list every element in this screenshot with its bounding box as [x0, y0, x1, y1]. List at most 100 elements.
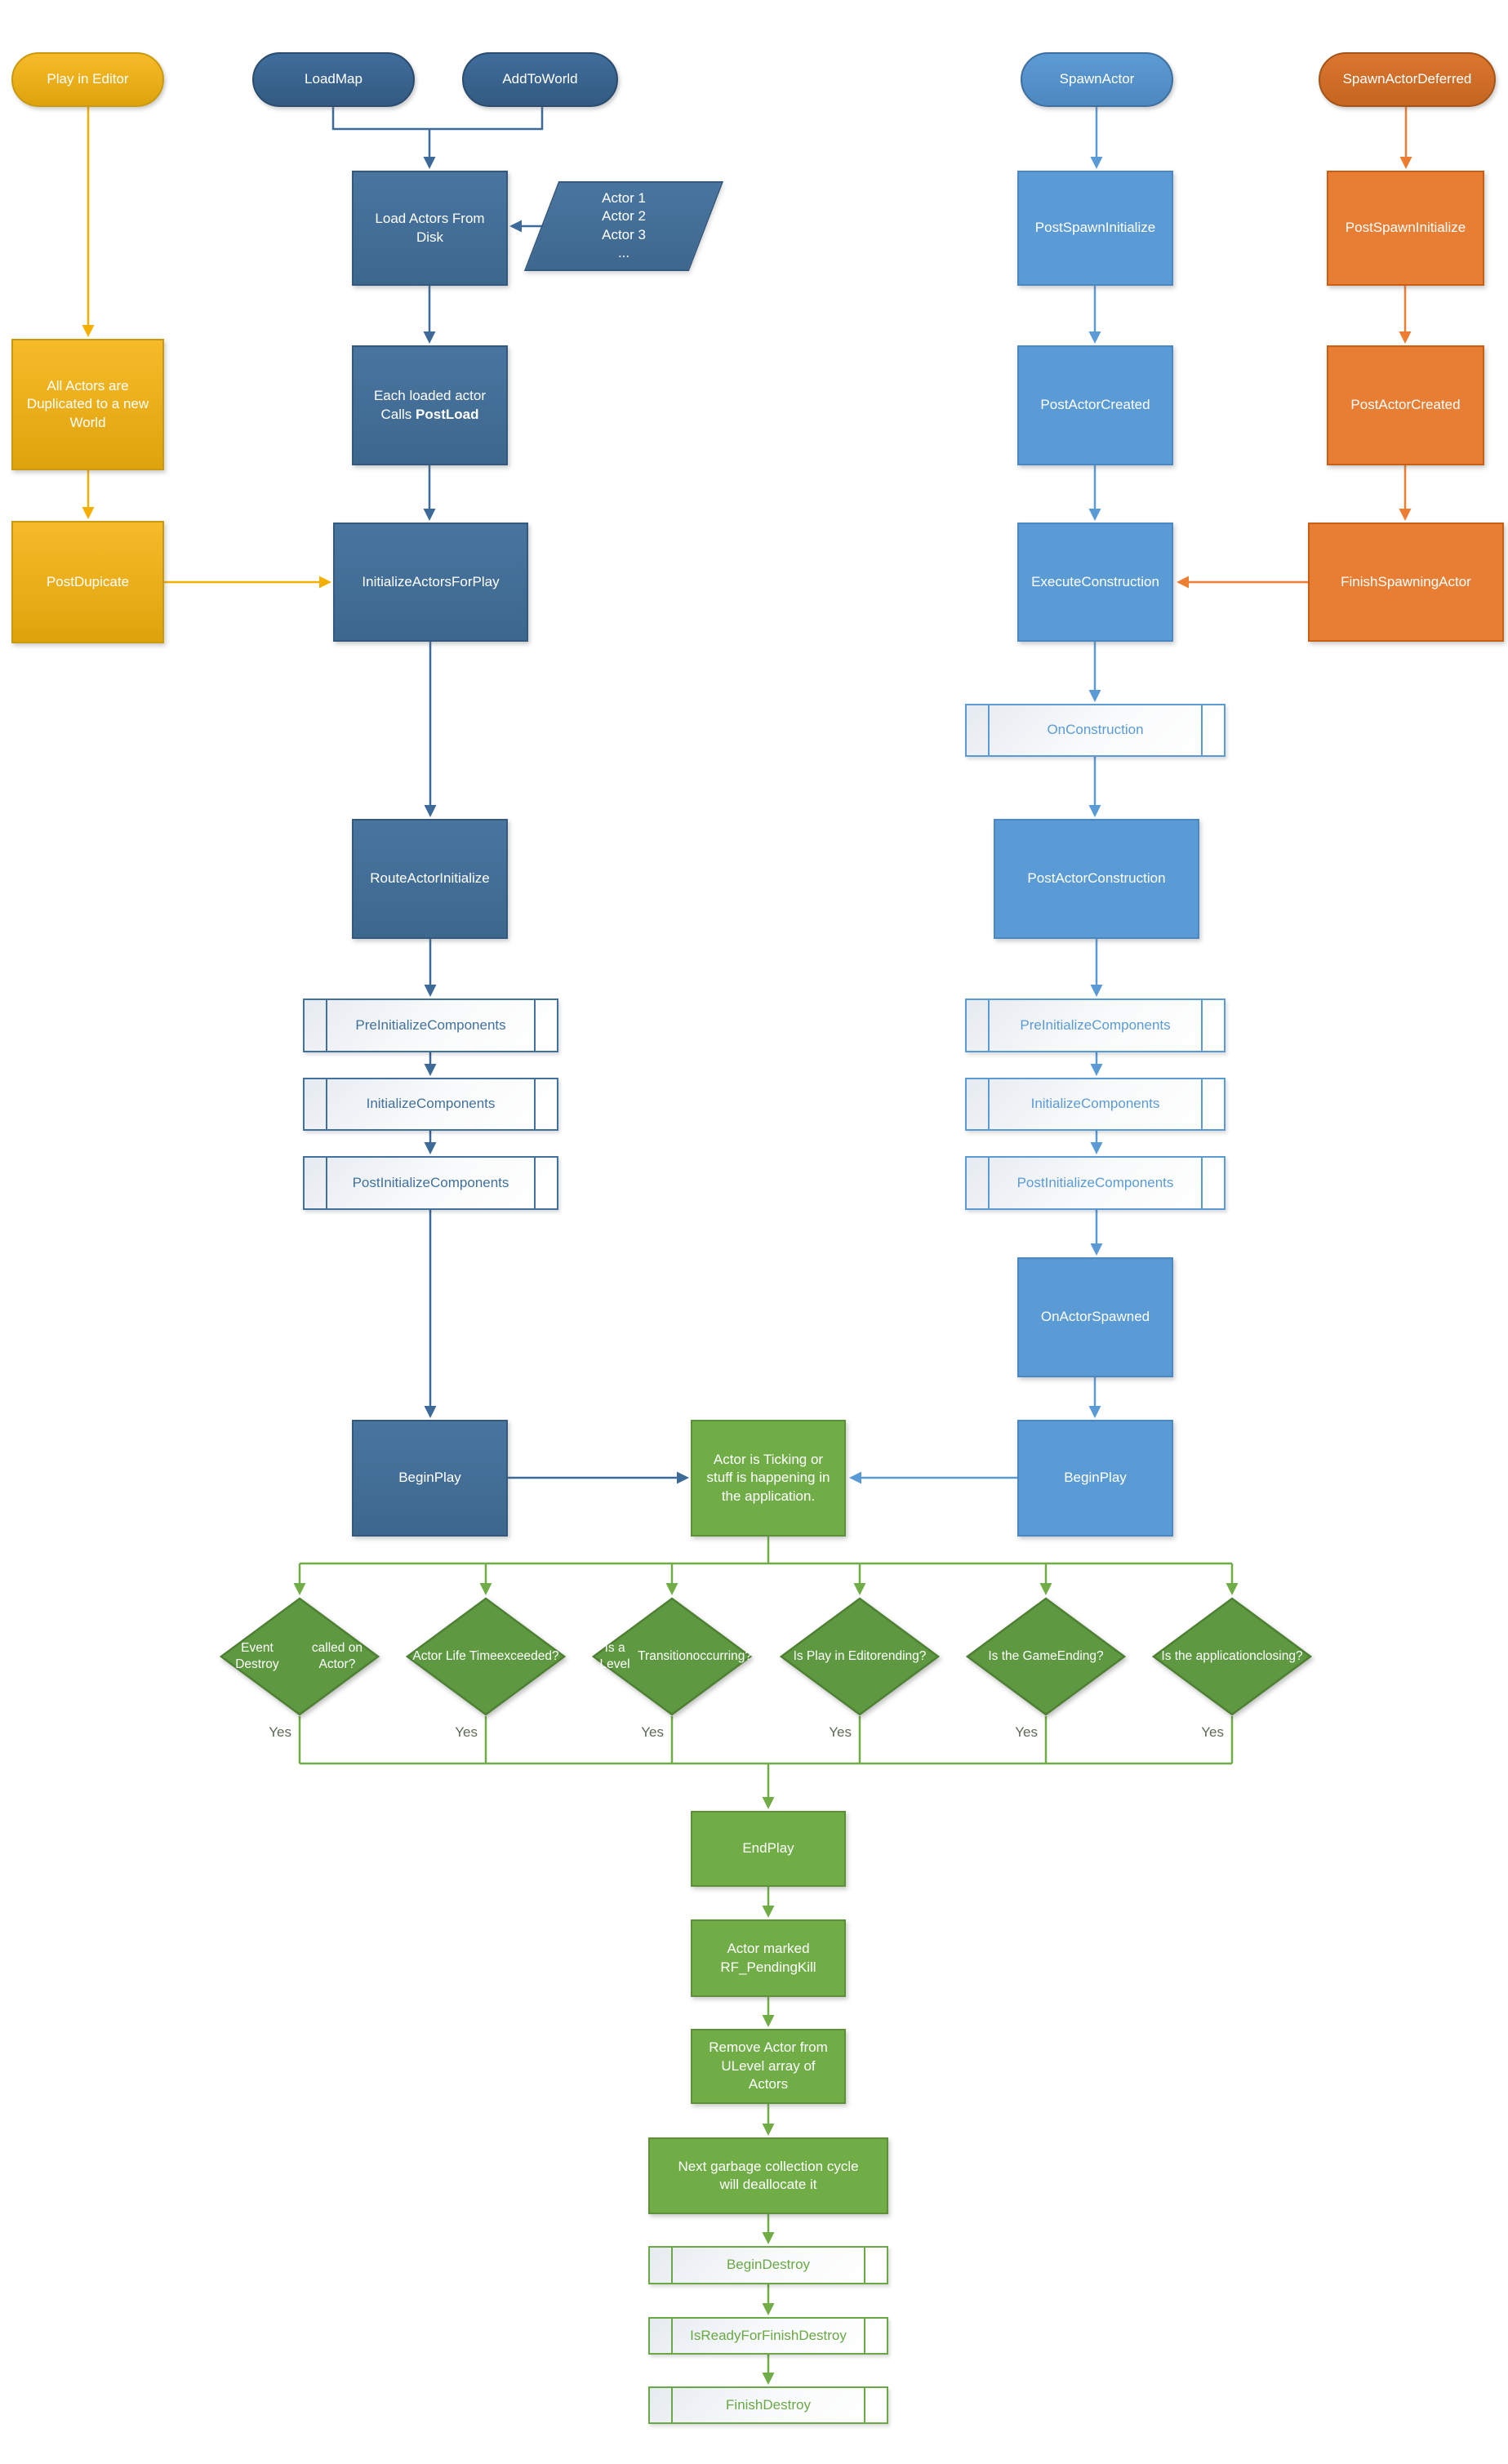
node-label: InitializeComponents: [366, 1096, 496, 1112]
node-label: Play in Editor: [47, 71, 129, 87]
node-label: FinishDestroy: [726, 2396, 811, 2413]
arrowhead: [665, 1583, 678, 1595]
execute-construction: ExecuteConstruction: [1017, 523, 1173, 642]
arrowhead: [423, 331, 436, 344]
yes-label: Yes: [455, 1724, 478, 1740]
node-label: LoadMap: [305, 71, 363, 87]
node-label: EndPlay: [742, 1840, 794, 1857]
diamond-shape: [780, 1597, 940, 1716]
post-initialize-components-right: PostInitializeComponents: [965, 1156, 1226, 1210]
yes-label: Yes: [269, 1724, 291, 1740]
arrowhead: [762, 2232, 775, 2244]
pre-initialize-components-left: PreInitializeComponents: [303, 998, 558, 1052]
post-actor-construction: PostActorConstruction: [994, 819, 1199, 939]
is-ready-for-finish-destroy: IsReadyForFinishDestroy: [648, 2317, 888, 2355]
addtoworld-pill: AddToWorld: [462, 52, 618, 107]
post-spawn-initialize-deferred: PostSpawnInitialize: [1327, 171, 1484, 286]
arrowhead: [1399, 157, 1412, 169]
arrowhead: [82, 507, 95, 519]
arrowhead: [1399, 331, 1412, 344]
diamond-shape: [1152, 1597, 1312, 1716]
yes-label: Yes: [1201, 1724, 1224, 1740]
diamond-shape: [220, 1597, 380, 1716]
arrowhead: [82, 325, 95, 337]
node-label: BeginPlay: [1064, 1470, 1127, 1486]
arrowhead: [424, 805, 437, 817]
arrowhead: [762, 1906, 775, 1918]
begin-play-left: BeginPlay: [352, 1420, 508, 1537]
connector-line: [331, 107, 544, 131]
arrowhead: [424, 1406, 437, 1418]
arrowhead: [853, 1583, 866, 1595]
node-label: AddToWorld: [502, 71, 578, 87]
finish-spawning-actor: FinishSpawningActor: [1308, 523, 1504, 642]
arrowhead: [762, 2124, 775, 2136]
loadmap-pill: LoadMap: [252, 52, 415, 107]
yes-label: Yes: [829, 1724, 852, 1740]
initialize-components-left: InitializeComponents: [303, 1078, 558, 1131]
post-dupicate: PostDupicate: [11, 521, 164, 643]
diamond-shape: [406, 1597, 566, 1716]
begin-play-right: BeginPlay: [1017, 1420, 1173, 1537]
arrowhead: [1039, 1583, 1052, 1595]
arrowhead: [1177, 576, 1189, 589]
post-spawn-initialize-spawn: PostSpawnInitialize: [1017, 171, 1173, 286]
arrowhead: [762, 2303, 775, 2315]
node-label: OnConstruction: [1047, 722, 1144, 738]
arrowhead: [424, 1064, 437, 1076]
arrowhead: [762, 2015, 775, 2027]
finish-destroy: FinishDestroy: [648, 2386, 888, 2424]
arrowhead: [1090, 1064, 1103, 1076]
node-label: PostSpawnInitialize: [1345, 220, 1466, 236]
node-label: OnActorSpawned: [1040, 1309, 1150, 1325]
arrowhead: [677, 1471, 689, 1484]
arrowhead: [1090, 1142, 1103, 1154]
spawn-actor-pill: SpawnActor: [1021, 52, 1173, 107]
node-label: InitializeComponents: [1030, 1096, 1160, 1112]
node-label: PostActorCreated: [1040, 397, 1150, 413]
arrowhead: [1226, 1583, 1239, 1595]
end-play: EndPlay: [691, 1811, 846, 1887]
arrowhead: [762, 2373, 775, 2385]
diamond-shape: [966, 1597, 1126, 1716]
post-actor-created-deferred: PostActorCreated: [1327, 345, 1484, 465]
arrowhead: [319, 576, 331, 589]
arrowhead: [424, 1142, 437, 1154]
node-label: SpawnActorDeferred: [1342, 71, 1472, 87]
route-actor-initialize: RouteActorInitialize: [352, 819, 508, 939]
node-label: PostActorCreated: [1350, 397, 1461, 413]
arrowhead: [1088, 805, 1101, 817]
node-label: InitializeActorsForPlay: [362, 573, 500, 589]
arrowhead: [293, 1583, 306, 1595]
arrowhead: [1090, 1243, 1103, 1256]
node-label: BeginPlay: [398, 1470, 461, 1486]
initialize-components-right: InitializeComponents: [965, 1078, 1226, 1131]
node-label: FinishSpawningActor: [1341, 573, 1471, 589]
node-label: PreInitializeComponents: [355, 1016, 506, 1033]
initialize-actors-for-play: InitializeActorsForPlay: [333, 523, 528, 642]
node-label: ExecuteConstruction: [1031, 573, 1159, 589]
arrowhead: [1088, 331, 1101, 344]
